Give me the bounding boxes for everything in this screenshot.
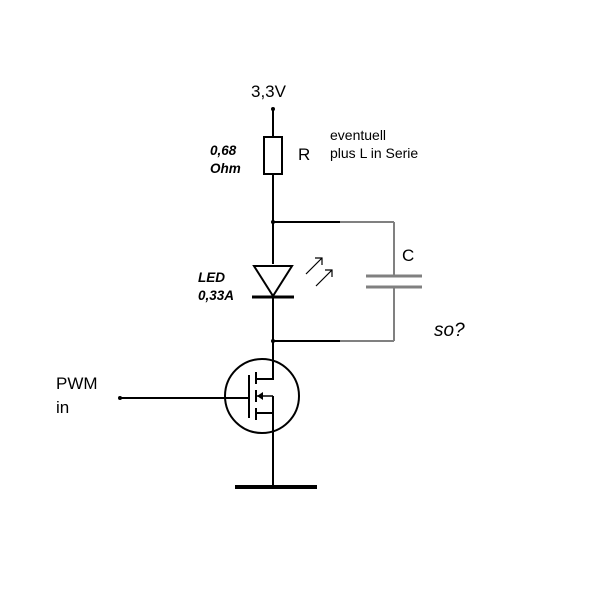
capacitor-name-label: C bbox=[402, 246, 414, 265]
mosfet-circle bbox=[224, 358, 300, 434]
pwm-label-line2: in bbox=[56, 398, 69, 417]
led-triangle bbox=[252, 265, 294, 298]
pwm-label-line1: PWM bbox=[56, 374, 98, 393]
led-light-arrows-icon bbox=[305, 257, 333, 287]
question-label: so? bbox=[434, 320, 465, 341]
resistor-value-label-line1: 0,68 bbox=[210, 143, 237, 158]
note-label-line1: eventuell bbox=[330, 127, 386, 143]
resistor-name-label: R bbox=[298, 145, 310, 164]
led-label-line1: LED bbox=[198, 270, 225, 285]
note-label-line2: plus L in Serie bbox=[330, 145, 418, 161]
resistor-value-label-line2: Ohm bbox=[210, 161, 241, 176]
supply-voltage-label: 3,3V bbox=[251, 82, 287, 101]
led-label-line2: 0,33A bbox=[198, 288, 234, 303]
mosfet-symbol bbox=[224, 358, 300, 434]
capacitor-branch bbox=[340, 221, 422, 342]
